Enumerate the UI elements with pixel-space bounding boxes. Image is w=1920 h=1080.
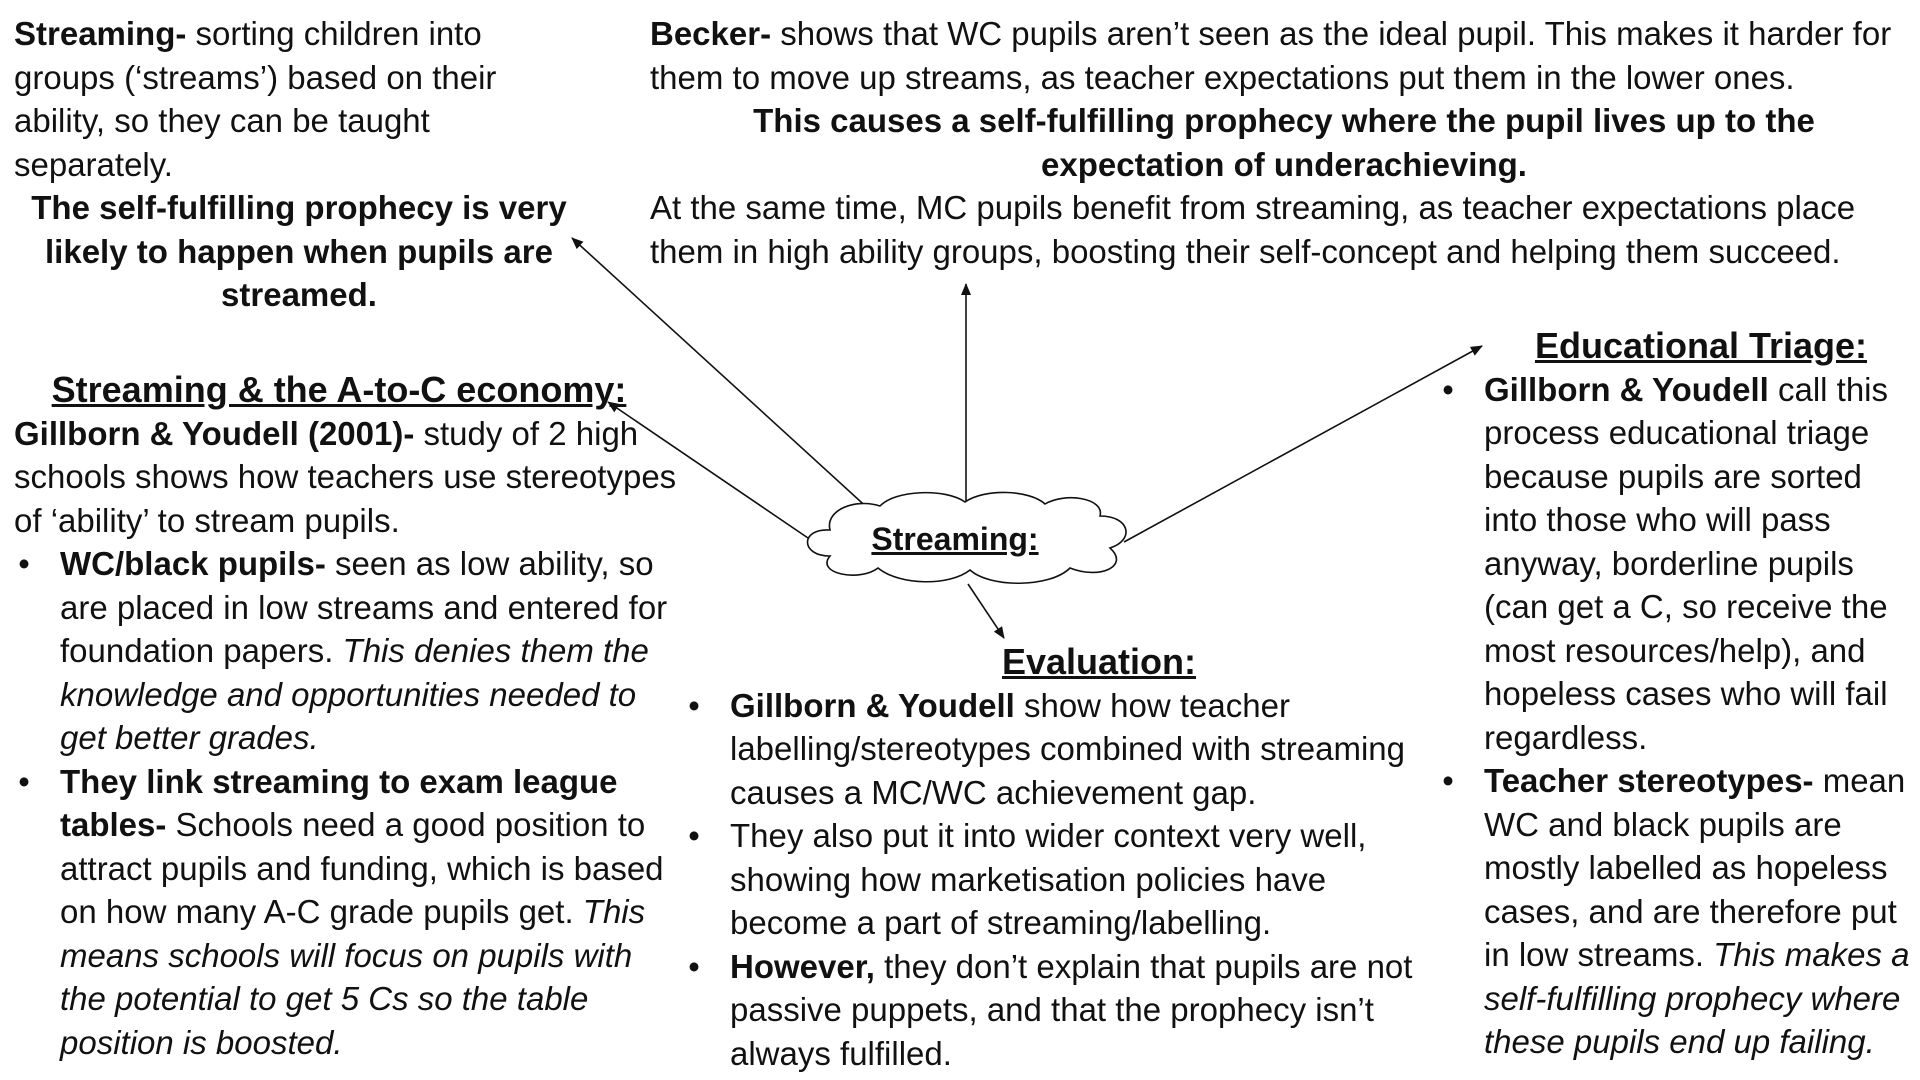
evaluation-block: Evaluation: Gillborn & Youdell show how …	[684, 640, 1434, 1075]
streaming-definition-text: Streaming- sorting children into groups …	[14, 15, 497, 183]
a-to-c-block: Streaming & the A-to-C economy: Gillborn…	[14, 368, 684, 1064]
list-item: Gillborn & Youdell show how teacher labe…	[684, 684, 1434, 815]
evaluation-list: Gillborn & Youdell show how teacher labe…	[684, 684, 1434, 1076]
triage-block: Educational Triage: Gillborn & Youdell c…	[1438, 324, 1918, 1064]
list-item: Gillborn & Youdell call this process edu…	[1438, 368, 1918, 760]
a-to-c-heading: Streaming & the A-to-C economy:	[51, 369, 627, 410]
becker-text: Becker- shows that WC pupils aren’t seen…	[650, 15, 1892, 96]
triage-list: Gillborn & Youdell call this process edu…	[1438, 368, 1918, 1064]
list-item: However, they don’t explain that pupils …	[684, 945, 1434, 1076]
center-node-label: Streaming:	[871, 521, 1039, 557]
arrow-to-triage	[1123, 345, 1483, 543]
a-to-c-intro: Gillborn & Youdell (2001)- study of 2 hi…	[14, 414, 677, 539]
becker-text-2: At the same time, MC pupils benefit from…	[650, 189, 1856, 270]
becker-highlight: This causes a self-fulfilling prophecy w…	[753, 102, 1815, 183]
becker-block: Becker- shows that WC pupils aren’t seen…	[650, 12, 1910, 273]
a-to-c-list: WC/black pupils- seen as low ability, so…	[14, 542, 684, 1064]
streaming-highlight: The self-fulfilling prophecy is very lik…	[31, 189, 567, 313]
list-item: They also put it into wider context very…	[684, 814, 1434, 945]
streaming-definition: Streaming- sorting children into groups …	[14, 12, 574, 317]
list-item: WC/black pupils- seen as low ability, so…	[14, 542, 684, 760]
evaluation-heading: Evaluation:	[1001, 641, 1197, 682]
streaming-term: Streaming-	[14, 15, 187, 52]
arrow-to-evaluation	[967, 583, 1005, 639]
list-item: They link streaming to exam league table…	[14, 760, 684, 1065]
list-item: Teacher stereotypes- mean WC and black p…	[1438, 759, 1918, 1064]
arrow-to-streaming-definition	[571, 237, 873, 513]
cloud-shape	[806, 491, 1127, 585]
triage-heading: Educational Triage:	[1534, 325, 1868, 366]
arrow-to-a-to-c	[607, 401, 809, 539]
becker-name: Becker-	[650, 15, 772, 52]
